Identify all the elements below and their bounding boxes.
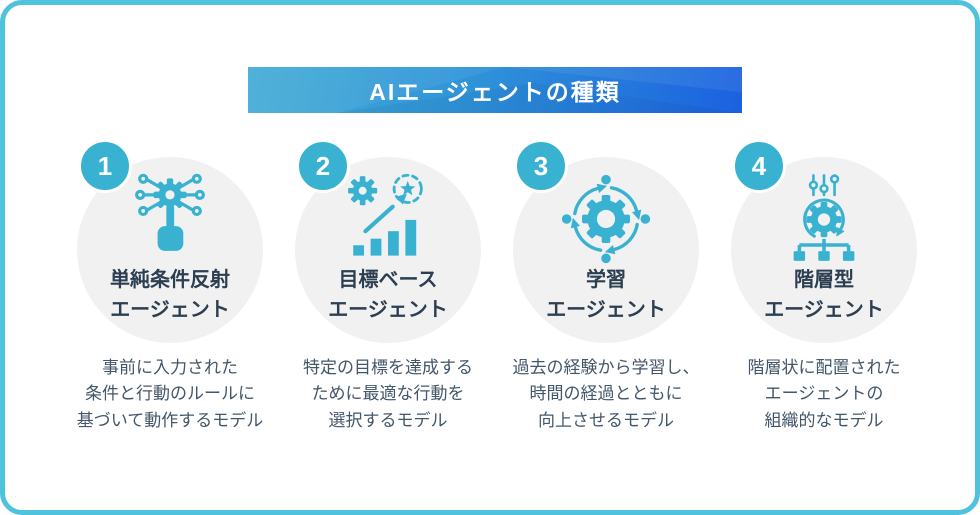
agent-description: 特定の目標を達成する ために最適な行動を 選択するモデル bbox=[303, 358, 473, 430]
agent-item-simple-reflex: 1 bbox=[69, 139, 271, 434]
agent-title: 階層型 エージェント bbox=[764, 269, 884, 321]
agent-description: 階層状に配置された エージェントの 組織的なモデル bbox=[747, 358, 901, 430]
agent-bubble: 4 bbox=[731, 139, 917, 343]
agent-item-goal-based: 2 bbox=[287, 139, 489, 434]
page-title: AIエージェントの種類 bbox=[369, 79, 621, 105]
agent-description: 過去の経験から学習し、 時間の経過とともに 向上させるモデル bbox=[512, 358, 700, 430]
agent-bubble: 1 bbox=[77, 139, 263, 343]
agent-item-hierarchical: 4 bbox=[723, 139, 925, 434]
agent-bubble: 3 bbox=[513, 139, 699, 343]
agent-title: 目標ベース エージェント bbox=[328, 269, 448, 321]
title-banner: AIエージェントの種類 bbox=[248, 67, 742, 113]
hierarchy-gear-tree-icon bbox=[731, 171, 917, 275]
goal-target-growth-icon bbox=[295, 171, 481, 265]
agent-types-row: 1 bbox=[69, 139, 925, 434]
agent-description: 事前に入力された 条件と行動のルールに 基づいて動作するモデル bbox=[76, 358, 264, 430]
number-badge: 4 bbox=[732, 139, 786, 193]
agent-bubble: 2 bbox=[295, 139, 481, 343]
number-badge: 3 bbox=[514, 139, 568, 193]
number-badge: 2 bbox=[296, 139, 350, 193]
agent-item-learning: 3 bbox=[505, 139, 707, 434]
number-badge: 1 bbox=[78, 139, 132, 193]
agent-title: 学習 エージェント bbox=[546, 269, 666, 321]
agent-title: 単純条件反射 エージェント bbox=[110, 269, 230, 321]
learning-cycle-gear-icon bbox=[513, 171, 699, 267]
reflex-circuit-hand-icon bbox=[77, 171, 263, 272]
